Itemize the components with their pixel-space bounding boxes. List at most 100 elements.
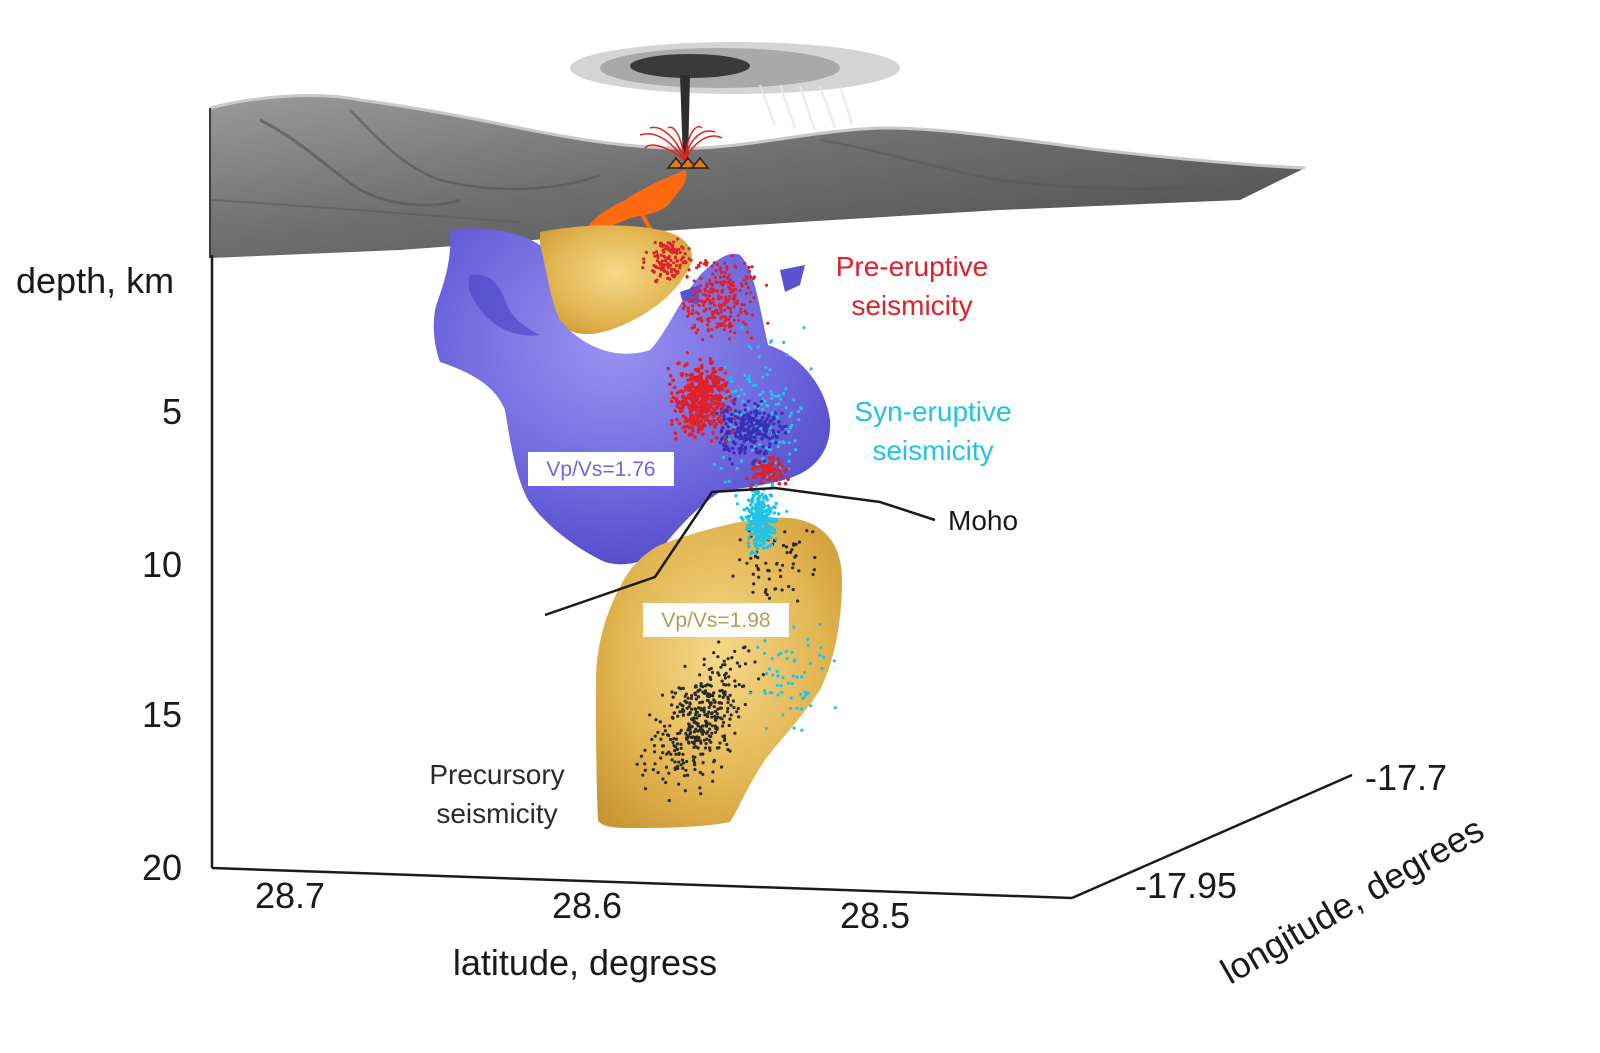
seismic-event-dot: [726, 305, 730, 309]
seismic-event-dot: [696, 695, 701, 699]
seismic-event-dot: [687, 268, 691, 272]
seismic-event-dot: [690, 740, 695, 744]
seismic-event-dot: [756, 404, 760, 408]
seismic-event-dot: [767, 536, 771, 541]
seismic-event-dot: [683, 429, 687, 434]
seismic-event-dot: [776, 653, 781, 657]
seismic-event-dot: [674, 264, 679, 268]
seismic-event-dot: [669, 737, 673, 742]
seismic-event-dot: [766, 404, 770, 408]
seismic-event-dot: [743, 261, 747, 265]
seismic-event-dot: [720, 405, 725, 409]
lava-flow: [585, 170, 687, 232]
seismic-event-dot: [709, 384, 714, 389]
seismic-event-dot: [709, 735, 713, 739]
seismic-event-dot: [722, 414, 726, 418]
seismic-event-dot: [753, 402, 757, 406]
seismic-event-dot: [733, 397, 737, 402]
seismic-event-dot: [717, 640, 721, 644]
seismic-event-dot: [662, 724, 667, 728]
seismic-event-dot: [706, 730, 710, 734]
seismic-event-dot: [682, 774, 687, 778]
seismic-event-dot: [653, 750, 657, 754]
seismic-event-dot: [752, 527, 757, 532]
seismic-event-dot: [788, 426, 793, 430]
seismic-event-dot: [686, 309, 690, 313]
syn-eruptive-label: Syn-eruptive seismicity: [854, 396, 1011, 466]
seismic-event-dot: [813, 555, 817, 560]
seismic-event-dot: [742, 278, 747, 282]
seismic-event-dot: [776, 462, 781, 467]
seismic-event-dot: [755, 421, 760, 425]
seismic-event-dot: [713, 425, 717, 429]
seismic-event-dot: [680, 409, 684, 413]
seismic-event-dot: [709, 740, 713, 744]
seismic-event-dot: [720, 679, 724, 683]
seismic-event-dot: [690, 694, 694, 698]
seismic-event-dot: [721, 378, 725, 382]
seismic-event-dot: [696, 427, 701, 432]
seismic-event-dot: [667, 254, 672, 258]
seismic-event-dot: [669, 391, 674, 396]
seismic-event-dot: [751, 440, 755, 444]
seismic-event-dot: [742, 428, 746, 433]
seismic-event-dot: [692, 720, 696, 724]
seismic-event-dot: [737, 394, 741, 398]
seismic-event-dot: [751, 496, 755, 501]
seismic-event-dot: [773, 394, 777, 398]
seismic-event-dot: [758, 539, 763, 543]
seismic-event-dot: [731, 390, 735, 394]
seismic-event-dot: [753, 531, 758, 536]
seismic-event-dot: [723, 480, 727, 484]
seismic-event-dot: [745, 561, 749, 565]
seismic-event-dot: [703, 299, 708, 303]
seismic-event-dot: [794, 542, 798, 546]
seismic-event-dot: [664, 259, 668, 263]
seismic-event-dot: [724, 439, 729, 444]
seismic-event-dot: [773, 587, 777, 591]
seismic-event-dot: [739, 282, 744, 286]
seismic-event-dot: [770, 691, 774, 695]
seismic-event-dot: [659, 737, 663, 741]
seismic-event-dot: [740, 325, 744, 329]
seismic-event-dot: [711, 366, 716, 371]
seismic-event-dot: [698, 424, 702, 429]
seismic-event-dot: [761, 445, 765, 449]
seismic-event-dot: [806, 637, 810, 642]
seismic-event-dot: [723, 434, 727, 439]
seismic-event-dot: [795, 675, 799, 679]
seismic-event-dot: [746, 541, 750, 545]
seismic-event-dot: [710, 316, 714, 320]
seismic-event-dot: [751, 276, 756, 281]
seismic-event-dot: [653, 264, 658, 269]
seismic-event-dot: [699, 316, 703, 320]
seismic-event-dot: [696, 385, 700, 389]
seismic-event-dot: [753, 512, 758, 516]
seismic-event-dot: [727, 683, 731, 687]
seismic-event-dot: [747, 514, 752, 519]
moho-line: [544, 486, 936, 617]
seismic-event-dot: [709, 684, 713, 688]
seismic-event-dot: [761, 673, 765, 677]
seismic-event-dot: [779, 397, 783, 401]
seismic-event-dot: [772, 527, 777, 532]
seismic-event-dot: [715, 436, 719, 440]
seismic-event-dot: [719, 466, 723, 470]
seismic-event-dot: [763, 590, 768, 595]
seismic-event-dot: [727, 273, 731, 277]
seismic-event-dot: [740, 303, 744, 307]
seismic-event-dot: [776, 674, 780, 678]
seismic-event-dot: [705, 369, 709, 374]
seismic-event-dot: [720, 689, 724, 693]
seismic-event-dot: [713, 276, 718, 280]
seismic-event-dot: [797, 418, 801, 422]
seismic-event-dot: [747, 344, 751, 348]
seismic-event-dot: [787, 459, 791, 463]
seismic-event-dot: [707, 386, 711, 391]
seismic-event-dot: [723, 308, 727, 312]
seismic-event-dot: [723, 365, 727, 369]
seismic-event-dot: [735, 435, 739, 439]
seismic-event-dot: [729, 290, 733, 294]
seismic-event-dot: [671, 740, 675, 745]
seismic-event-dot: [722, 659, 726, 663]
